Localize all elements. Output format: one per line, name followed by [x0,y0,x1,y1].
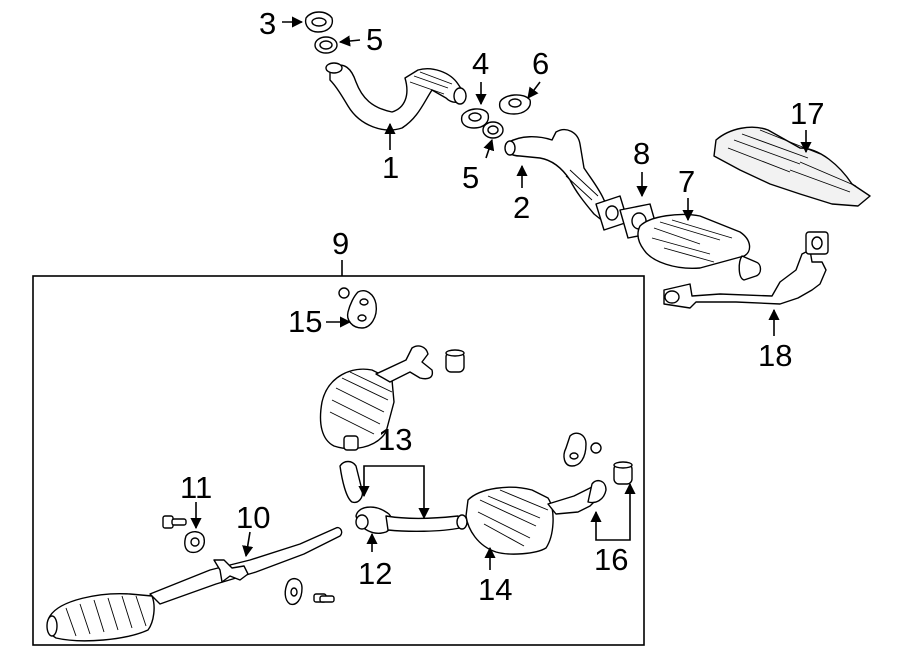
flange-gasket-top [304,11,334,33]
callout-4: 4 [472,46,489,81]
callout-12: 12 [358,556,392,591]
callout-18: 18 [758,338,792,373]
callout-15: 15 [288,304,322,339]
bolt-and-grommet [162,515,205,554]
callout-2: 2 [513,190,530,225]
front-exhaust-pipe [325,62,467,131]
rubber-insulator-16 [613,461,633,485]
callout-13: 13 [378,422,412,457]
hanger-bracket [663,231,829,309]
callout-17: 17 [790,96,824,131]
hanger-clamp [338,287,377,329]
callout-labels: 3 5 1 4 5 6 2 8 7 17 18 9 15 11 10 13 12… [180,6,824,607]
rear-hanger-clamp [563,432,602,467]
upper-muffler [319,345,434,451]
callout-5-top: 5 [366,22,383,57]
rear-exhaust-inset-frame [32,275,645,646]
callout-9: 9 [332,226,349,261]
callout-11: 11 [180,470,212,505]
rubber-insulator-top [445,349,465,373]
flange-gasket-6 [498,94,531,115]
connector-pipe [339,460,468,534]
callout-7: 7 [678,164,695,199]
callout-3: 3 [259,6,276,41]
callout-14: 14 [478,572,512,607]
callout-6: 6 [532,46,549,81]
catalytic-converter [637,213,762,281]
callout-10: 10 [236,500,270,535]
hanger-bolt-bottom [284,577,335,606]
callout-1: 1 [382,150,399,185]
seal-ring-top [314,36,338,54]
heat-shield [713,126,871,207]
seal-ring-middle [482,121,504,139]
leader-lines [190,16,812,570]
callout-16: 16 [594,542,628,577]
callout-8: 8 [633,136,650,171]
callout-5-middle: 5 [462,160,479,195]
resonator-pipe [46,526,343,642]
rear-muffler [465,479,607,555]
